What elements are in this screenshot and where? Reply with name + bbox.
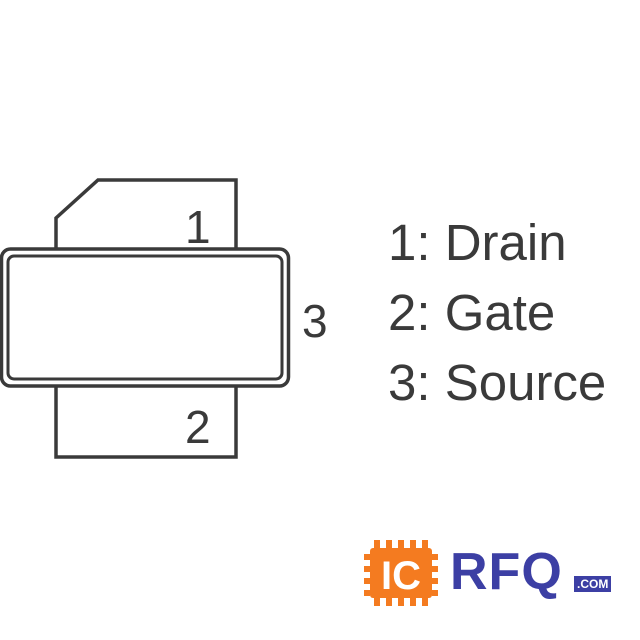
pin-1-number: 1 [185, 201, 211, 253]
chip-icon: IC [364, 540, 438, 606]
gate-tab [54, 380, 238, 459]
legend-item-source: 3: Source [388, 354, 607, 411]
legend-item-gate: 2: Gate [388, 284, 556, 341]
pin-legend: 1: Drain 2: Gate 3: Source [388, 208, 606, 418]
logo-com-suffix: .COM [574, 576, 612, 592]
chip-text: IC [381, 554, 421, 598]
pin-3-number: 3 [302, 295, 328, 347]
icrfq-logo: IC RFQ .COM [364, 540, 626, 606]
pin-2-number: 2 [185, 401, 211, 453]
package-body-inner [6, 254, 284, 381]
legend-item-drain: 1: Drain [388, 214, 567, 271]
logo-wordmark: RFQ [450, 543, 563, 601]
